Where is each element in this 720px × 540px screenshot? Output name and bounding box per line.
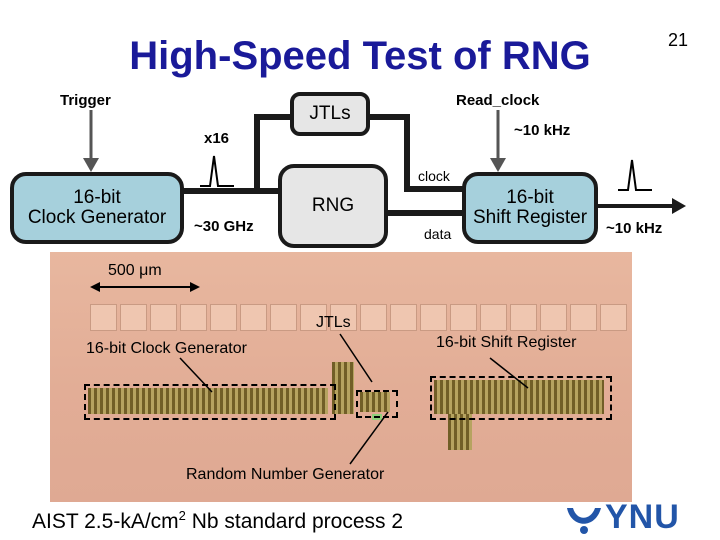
wire-jtl-loop-right	[404, 114, 410, 192]
ynu-emblem-icon	[567, 508, 601, 534]
output-frequency-label: ~10 kHz	[606, 220, 663, 237]
x16-label: x16	[204, 130, 230, 147]
jtl-circuit	[332, 362, 354, 414]
output-arrow-icon	[596, 198, 686, 214]
bonding-pad	[240, 304, 267, 331]
jtls-block: JTLs	[290, 92, 370, 136]
shift-register-outline	[430, 376, 612, 420]
bonding-pad	[120, 304, 147, 331]
scale-bar-icon	[90, 282, 200, 292]
ynu-logo: YNU	[565, 498, 715, 540]
bonding-pad	[540, 304, 567, 331]
trigger-label: Trigger	[60, 92, 111, 109]
photo-shift-register-label: 16-bit Shift Register	[436, 334, 577, 351]
clock-frequency-label: ~30 GHz	[194, 218, 254, 235]
data-wire-label: data	[424, 226, 452, 242]
bonding-pad	[600, 304, 627, 331]
bonding-pad	[420, 304, 447, 331]
slide-title: High-Speed Test of RNG	[129, 34, 591, 78]
bonding-pad	[210, 304, 237, 331]
wire-cg-to-rng	[178, 188, 280, 194]
bonding-pad	[570, 304, 597, 331]
pointer-lines	[179, 333, 529, 465]
photo-jtls-label: JTLs	[316, 314, 351, 331]
rng-block: RNG	[278, 164, 388, 248]
shift-register-drop	[448, 414, 472, 450]
clock-generator-block: 16-bit Clock Generator	[10, 172, 184, 244]
clock-generator-circuit	[88, 388, 328, 414]
wire-rng-to-sr-data	[388, 210, 470, 216]
bonding-pad	[510, 304, 537, 331]
clock-generator-outline	[84, 384, 336, 420]
ynu-logo-text: YNU	[605, 498, 680, 536]
bonding-pad	[90, 304, 117, 331]
wire-jtl-top-left	[254, 114, 292, 120]
pulse-output-icon	[618, 159, 652, 191]
bonding-pad	[150, 304, 177, 331]
process-footnote: AIST 2.5-kA/cm2 Nb standard process 2	[32, 508, 404, 533]
bonding-pad	[300, 304, 327, 331]
read-clock-label: Read_clock	[456, 92, 540, 109]
shift-register-block: 16-bit Shift Register	[462, 172, 598, 244]
bonding-pad	[180, 304, 207, 331]
read-frequency-label: ~10 kHz	[514, 122, 571, 139]
rng-circuit	[360, 392, 390, 412]
scale-label: 500 μm	[108, 262, 162, 279]
chip-micrograph: 500 μm JTLs 16-bit Clock Generator 16-bi…	[50, 252, 632, 502]
bonding-pad	[480, 304, 507, 331]
bonding-pad	[270, 304, 297, 331]
bonding-pad	[360, 304, 387, 331]
photo-clock-generator-label: 16-bit Clock Generator	[86, 340, 247, 357]
clock-wire-label: clock	[418, 168, 450, 184]
bonding-pad	[390, 304, 417, 331]
wire-jtl-loop-left	[254, 114, 260, 194]
page-number: 21	[668, 30, 689, 50]
bonding-pad	[450, 304, 477, 331]
pulse-x16-icon	[200, 155, 234, 187]
wire-jtl-top-right	[370, 114, 410, 120]
trigger-arrow-icon	[83, 110, 99, 172]
rng-outline	[356, 390, 398, 418]
read-clock-arrow-icon	[490, 110, 506, 172]
shift-register-circuit	[434, 380, 604, 414]
photo-rng-label: Random Number Generator	[186, 466, 385, 483]
bonding-pad	[330, 304, 357, 331]
wire-clock-to-sr	[404, 186, 470, 192]
